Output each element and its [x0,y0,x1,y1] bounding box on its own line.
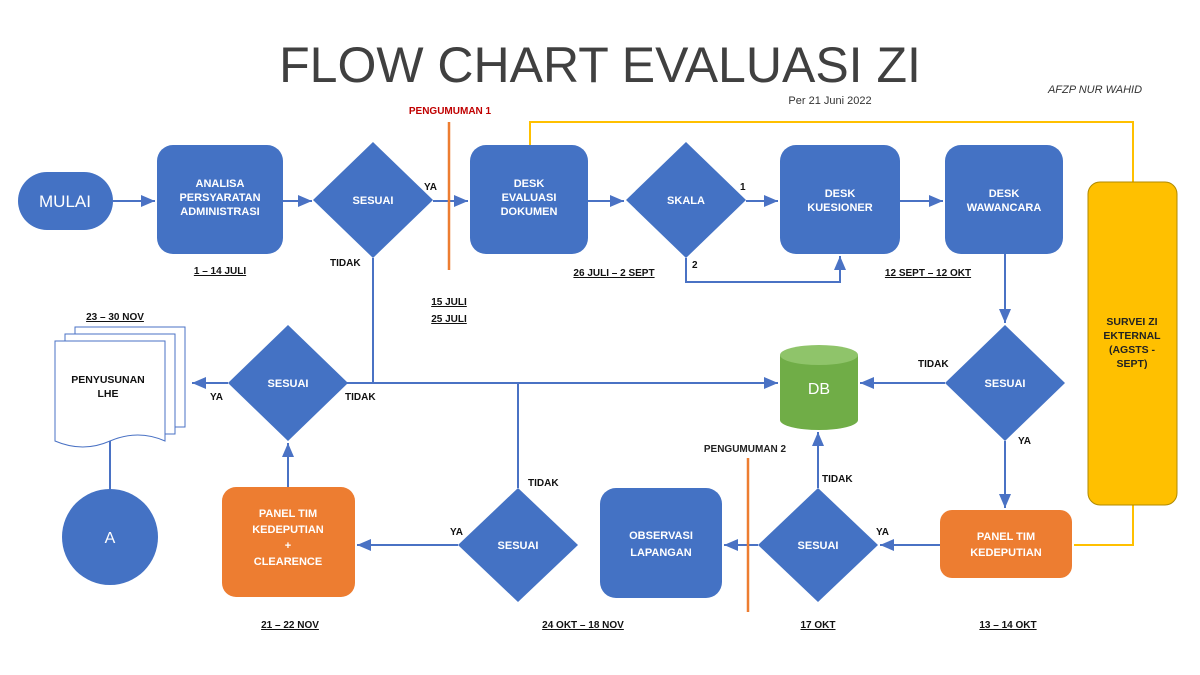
edge-label: TIDAK [822,474,853,485]
start-node[interactable]: MULAI [18,172,113,230]
decision-sesuai-left[interactable]: SESUAI [228,325,348,441]
svg-text:SKALA: SKALA [667,195,705,207]
decision-sesuai-bottom-2[interactable]: SESUAI [758,488,878,602]
edge-label: YA [1018,436,1031,447]
svg-text:DB: DB [808,381,830,398]
page-title: FLOW CHART EVALUASI ZI [279,37,921,93]
edge-label: YA [876,527,889,538]
date-label: 24 OKT – 18 NOV [542,620,624,631]
decision-sesuai-right[interactable]: SESUAI [945,325,1065,441]
database-node[interactable]: DB [780,345,858,430]
edge-label: 2 [692,260,698,271]
date-label: 1 – 14 JULI [194,266,246,277]
connectors [109,121,1134,612]
edge-label: TIDAK [345,392,376,403]
svg-text:SESUAI: SESUAI [498,540,539,552]
svg-text:SESUAI: SESUAI [353,195,394,207]
svg-text:SESUAI: SESUAI [985,378,1026,390]
subtitle: Per 21 Juni 2022 [788,95,871,107]
announcement-2: PENGUMUMAN 2 [704,444,787,455]
edge-label: TIDAK [528,478,559,489]
start-label: MULAI [39,192,91,211]
decision-sesuai-bottom-1[interactable]: SESUAI [458,488,578,602]
date-label: 15 JULI [431,297,467,308]
date-label: 12 SEPT – 12 OKT [885,268,971,279]
svg-text:SESUAI: SESUAI [268,378,309,390]
edge-label: TIDAK [918,359,949,370]
decision-sesuai-1[interactable]: SESUAI [313,142,433,258]
edge-label: YA [424,182,437,193]
date-label: 26 JULI – 2 SEPT [573,268,654,279]
date-label: 23 – 30 NOV [86,312,144,323]
date-label: 13 – 14 OKT [979,620,1036,631]
date-label: 17 OKT [800,620,835,631]
edge-label: TIDAK [330,258,361,269]
edge-label: 1 [740,182,746,193]
date-label: 25 JULI [431,314,467,325]
edge-label: YA [210,392,223,403]
edge-label: YA [450,527,463,538]
announcement-1: PENGUMUMAN 1 [409,106,492,117]
connector-a[interactable]: A [62,489,158,585]
svg-text:A: A [105,530,116,547]
date-label: 21 – 22 NOV [261,620,319,631]
svg-text:SESUAI: SESUAI [798,540,839,552]
decision-skala[interactable]: SKALA [626,142,746,258]
signature: AFZP NUR WAHID [1047,84,1142,96]
